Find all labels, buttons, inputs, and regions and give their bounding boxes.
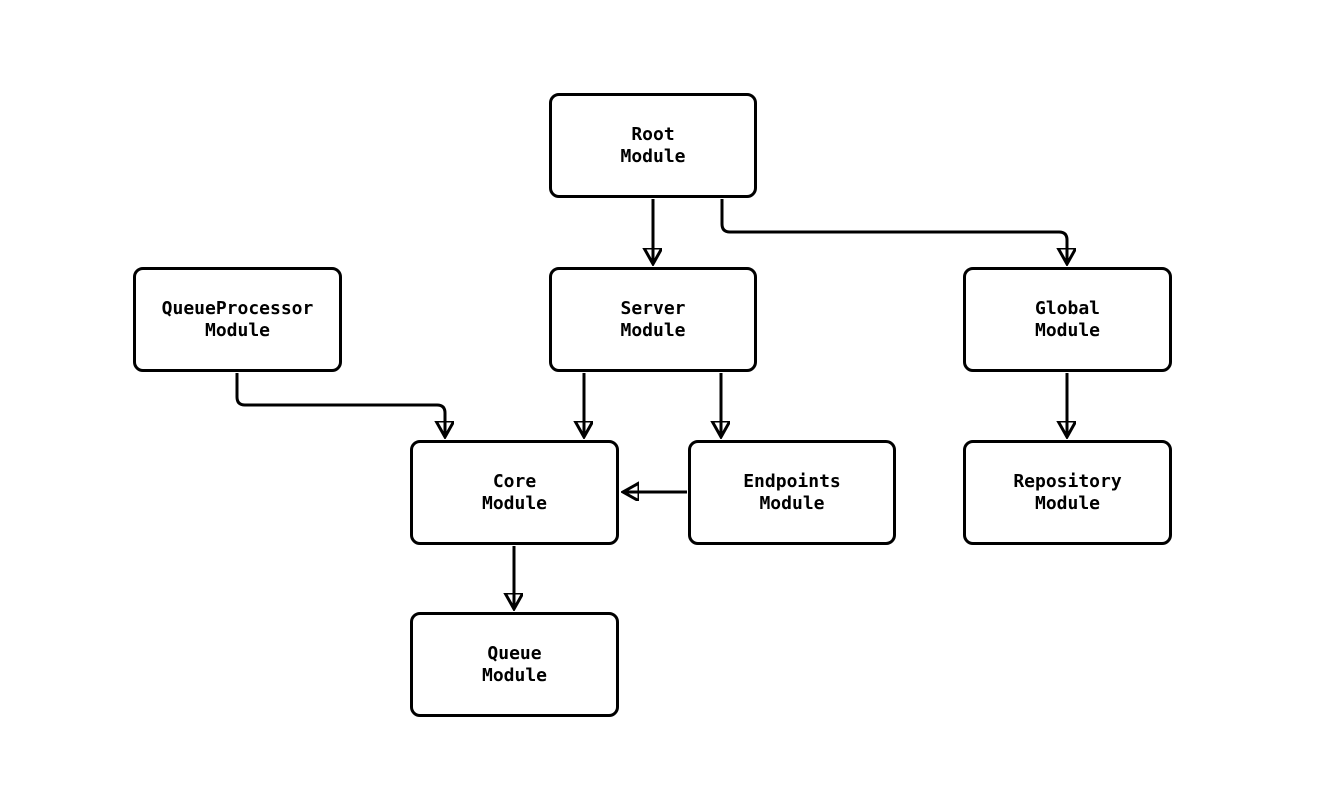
node-queue-module: Queue Module — [410, 612, 619, 717]
node-label-endpoints: Endpoints Module — [743, 470, 841, 514]
node-label-queue: Queue Module — [481, 642, 548, 686]
node-label-server: Server Module — [620, 297, 686, 341]
node-global-module: Global Module — [963, 267, 1172, 372]
node-root-module: Root Module — [549, 93, 757, 198]
node-queueprocessor-module: QueueProcessor Module — [133, 267, 342, 372]
node-label-global: Global Module — [1034, 297, 1101, 341]
node-core-module: Core Module — [410, 440, 619, 545]
node-server-module: Server Module — [549, 267, 757, 372]
edge-root-to-global — [720, 199, 1067, 264]
node-endpoints-module: Endpoints Module — [688, 440, 896, 545]
node-label-core: Core Module — [481, 470, 548, 514]
edge-queueprocessor-to-core — [235, 373, 445, 437]
node-label-root: Root Module — [620, 123, 686, 167]
node-label-queueprocessor: QueueProcessor Module — [161, 297, 314, 341]
node-repository-module: Repository Module — [963, 440, 1172, 545]
node-label-repository: Repository Module — [1013, 470, 1122, 514]
